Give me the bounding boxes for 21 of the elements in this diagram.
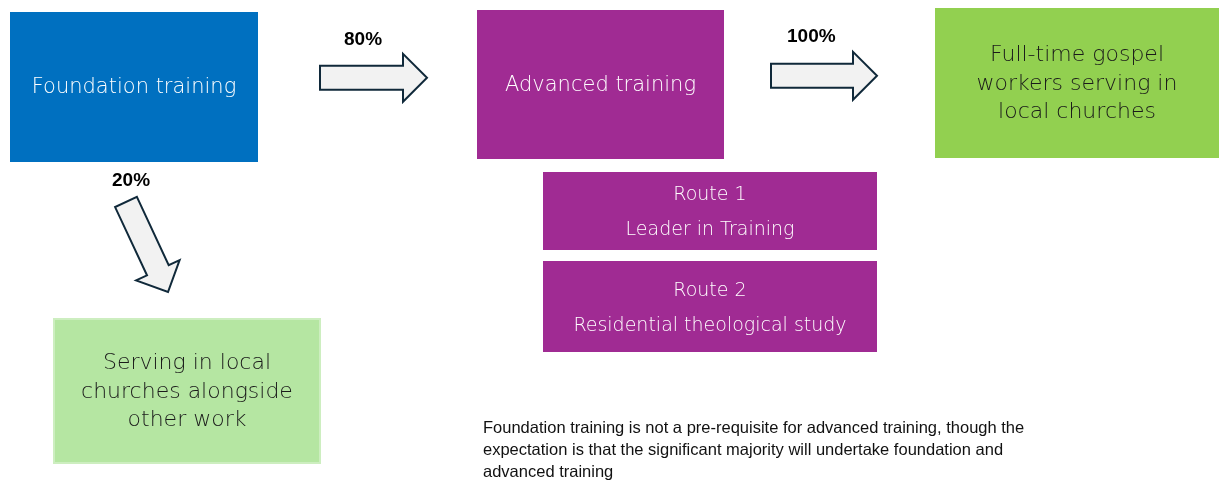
process-box (477, 10, 724, 159)
box-text: Route 2 (673, 276, 747, 302)
process-box (53, 318, 321, 464)
block-arrow (319, 51, 429, 105)
process-box (935, 8, 1219, 158)
block-arrow (770, 49, 879, 103)
block-arrow (113, 195, 182, 294)
box-text: Full-time gospel workers serving in local churches (975, 40, 1179, 126)
edge-label: 20% (112, 169, 151, 191)
process-box (543, 172, 877, 250)
box-text: Route 1 (673, 181, 747, 206)
box-text: Residential theological study (573, 311, 847, 337)
edge-label: 100% (787, 24, 836, 47)
process-box (10, 12, 258, 162)
edge-label: 80% (344, 27, 383, 50)
box-text: Foundation training (31, 73, 237, 101)
box-text: Serving in local churches alongside other work (80, 348, 294, 434)
box-text: Advanced training (505, 70, 696, 98)
process-box (543, 261, 877, 352)
box-text: Leader in Training (625, 216, 795, 241)
note-text: Foundation training is not a pre-requisite for advanced training, though the expectation is that the significant majority will undertake foundation and advanced training (483, 417, 1026, 482)
